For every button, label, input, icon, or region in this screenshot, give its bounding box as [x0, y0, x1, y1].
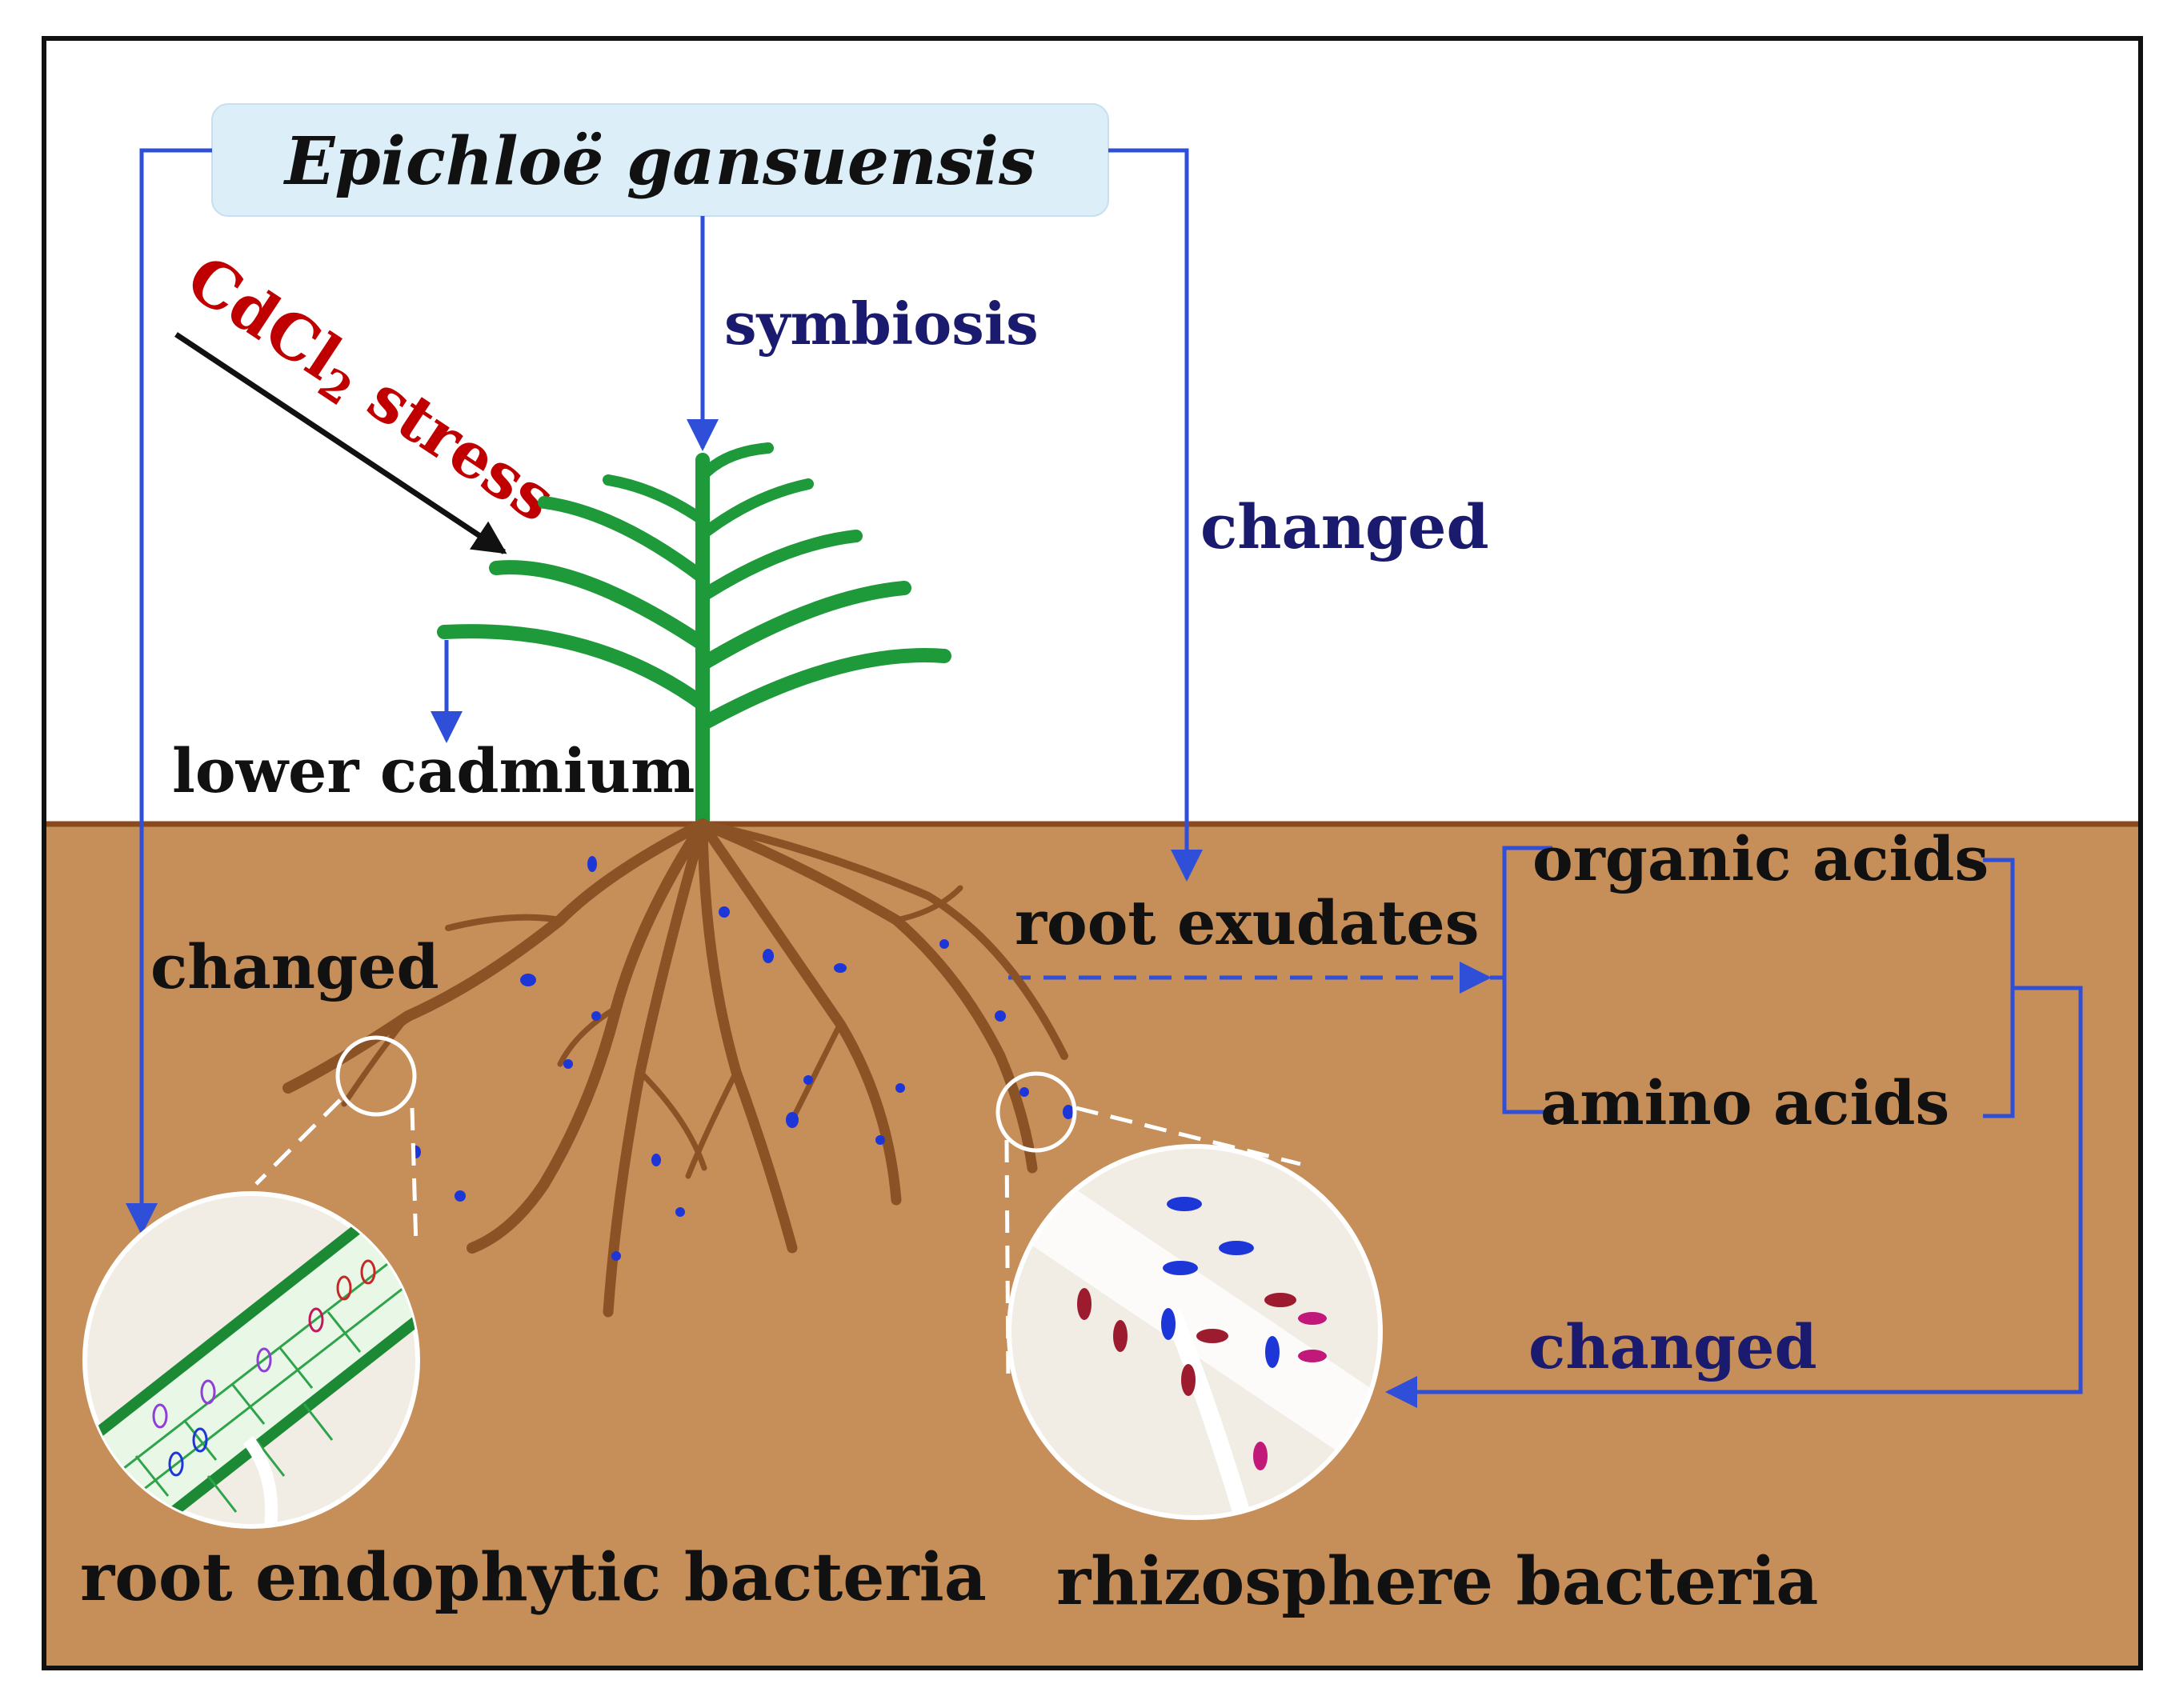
brace-right [1388, 858, 2083, 1392]
root-endophytic-inset [82, 1191, 420, 1529]
soil-bacteria-dots [411, 856, 1074, 1261]
zoom-right [995, 1071, 1301, 1385]
zoom-left [254, 1035, 419, 1249]
stress-arrow [174, 332, 507, 554]
epichloe-label: Epichloë gansuensis [283, 123, 1035, 200]
changed-label-bottom-right: changed [1528, 1311, 1817, 1382]
symbiosis-label: symbiosis [724, 290, 1039, 358]
organic-acids-label: organic acids [1532, 823, 1989, 894]
epichloe-box [211, 103, 1109, 217]
grass-plant [437, 442, 951, 831]
arrow-to-root-endophytes [126, 148, 212, 1235]
rhizosphere-bacteria-label: rhizosphere bacteria [1056, 1543, 1818, 1620]
changed-label-left: changed [150, 931, 439, 1002]
figure-frame [42, 36, 2143, 1670]
changed-label-top-right: changed [1200, 491, 1489, 562]
zoom-marker-right [995, 1071, 1077, 1153]
root-endophytic-bacteria-label: root endophytic bacteria [80, 1539, 987, 1616]
brace-left [1490, 846, 1552, 1114]
blue-arrows [126, 148, 2083, 1392]
root-exudates-label: root exudates [1015, 887, 1480, 958]
amino-acids-label: amino acids [1540, 1067, 1949, 1138]
arrow-to-root-exudates [1108, 148, 1203, 882]
lower-cadmium-label: lower cadmium [172, 735, 695, 806]
zoom-marker-left [335, 1035, 417, 1117]
rhizosphere-inset [1007, 1144, 1383, 1520]
